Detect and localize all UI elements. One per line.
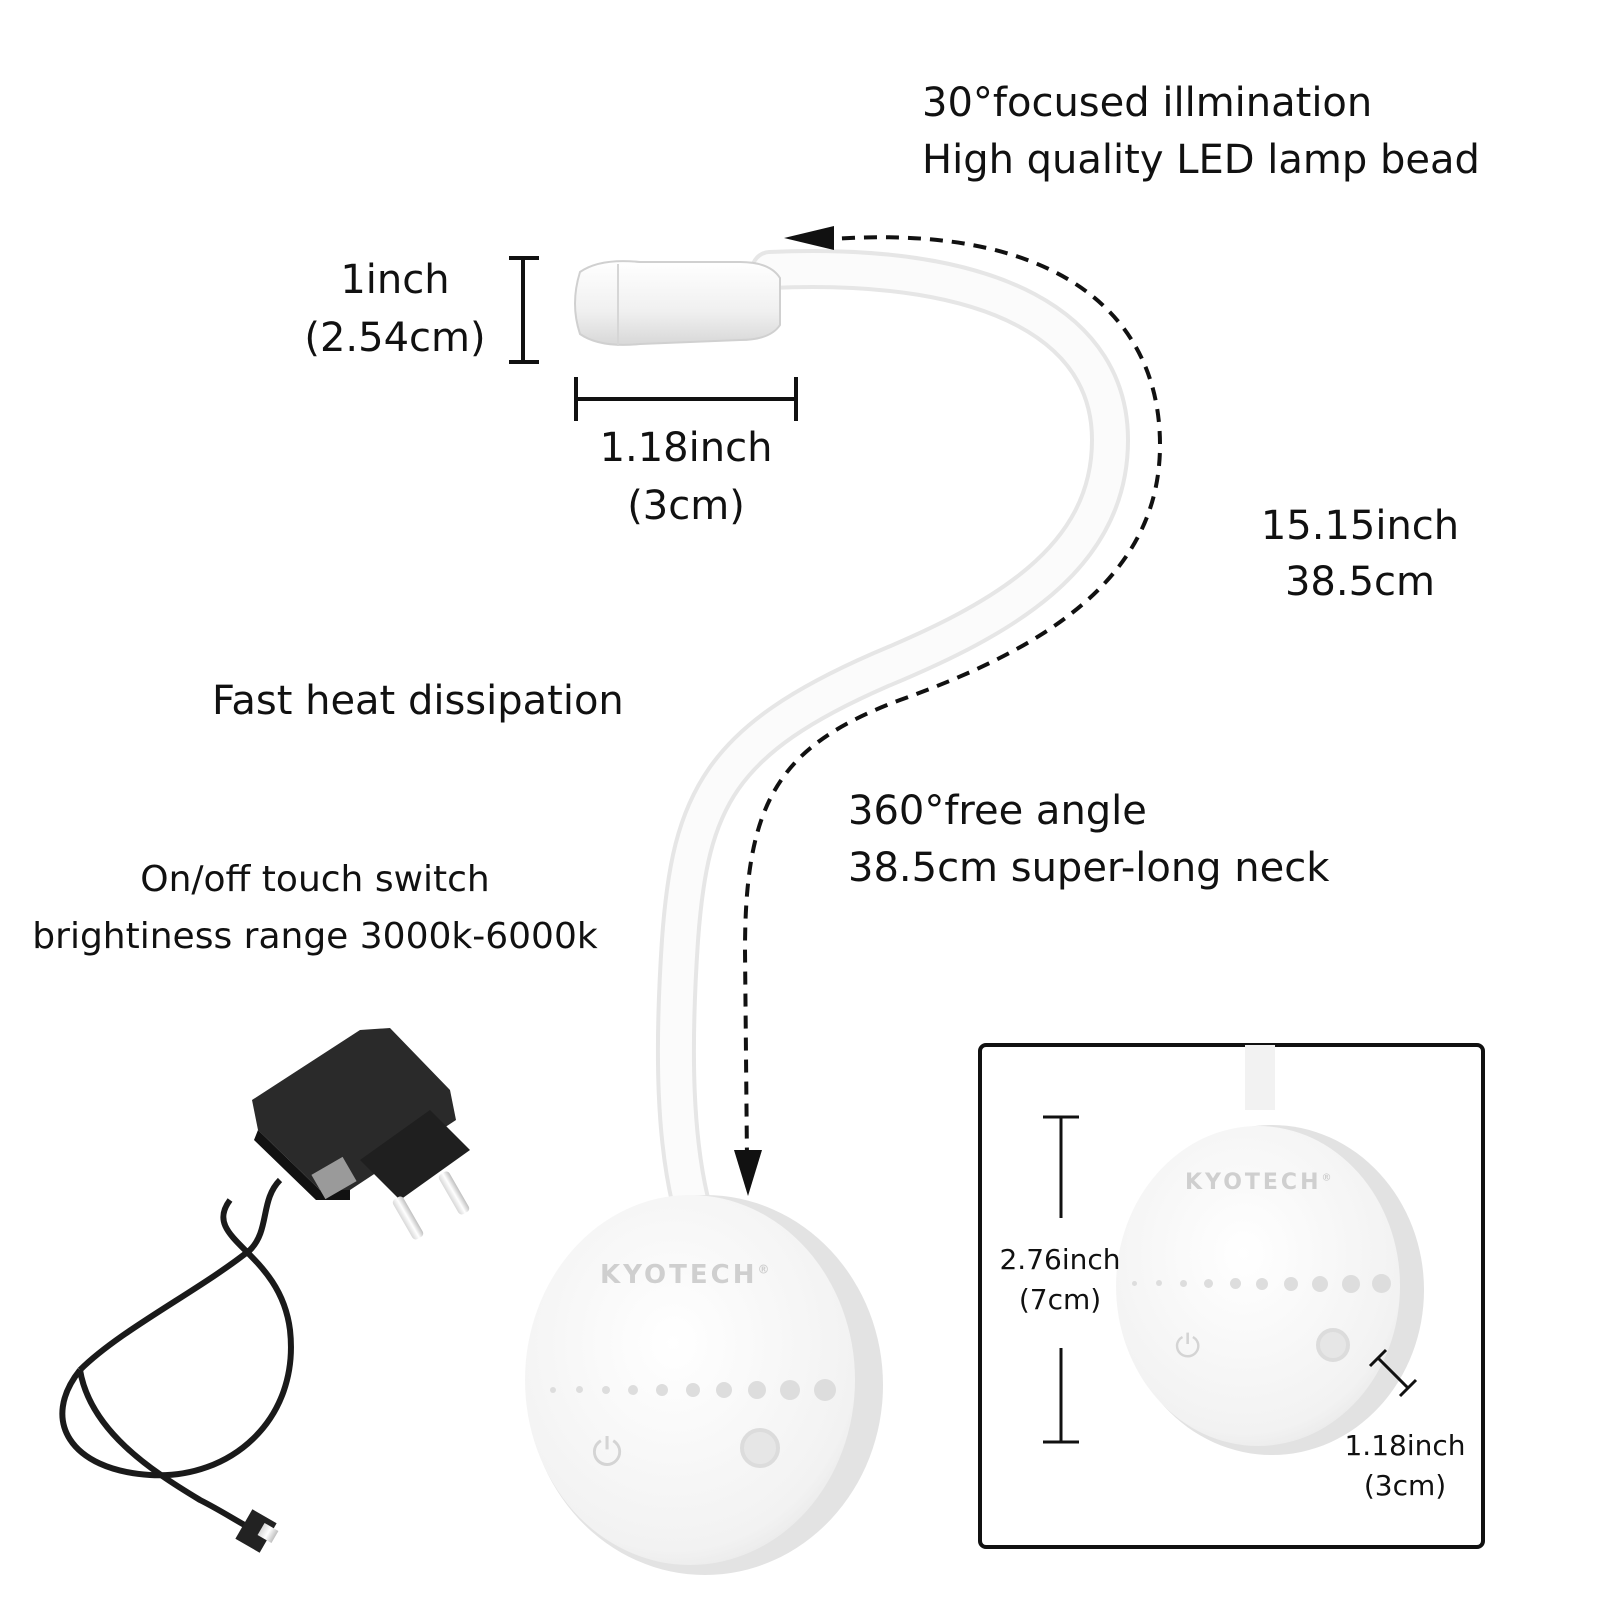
inset-depth-cm-label: (3cm)	[1363, 1469, 1447, 1502]
brightness-icon[interactable]	[740, 1428, 780, 1468]
lamp-base	[525, 1195, 883, 1575]
head-length-dimension	[574, 377, 798, 421]
head-length-label: 1.18inch	[599, 425, 773, 471]
angle-line-2: 38.5cm super-long neck	[848, 845, 1330, 891]
focus-line-1: 30°focused illmination	[922, 80, 1373, 126]
brand-logo: KYOTECH®	[600, 1260, 773, 1290]
angle-line-1: 360°free angle	[848, 788, 1147, 834]
gooseneck	[655, 249, 1131, 1220]
arrow-icon	[734, 1150, 762, 1196]
switch-line-2: brightiness range 3000k-6000k	[32, 916, 598, 957]
inset-height-dimension	[1043, 1115, 1079, 1444]
focus-line-2: High quality LED lamp bead	[922, 137, 1480, 183]
arrow-icon	[784, 226, 834, 250]
power-icon[interactable]: ⏻	[592, 1430, 623, 1474]
head-height-label: 1inch	[340, 257, 450, 303]
neck-dashed-arrow	[734, 226, 1163, 1196]
power-adapter	[59, 1028, 470, 1553]
lamp-head	[574, 260, 781, 346]
inset-height-cm-label: (7cm)	[1018, 1283, 1102, 1316]
switch-line-1: On/off touch switch	[140, 859, 490, 900]
head-length-cm-label: (3cm)	[627, 483, 745, 529]
inset-power-icon[interactable]: ⏻	[1175, 1327, 1201, 1365]
neck-length-label: 15.15inch	[1260, 503, 1460, 549]
inset-brightness-dots	[1132, 1272, 1392, 1296]
neck-length-cm-label: 38.5cm	[1284, 559, 1436, 605]
inset-depth-dimension	[1368, 1348, 1418, 1398]
head-height-cm-label: (2.54cm)	[304, 315, 486, 361]
inset-depth-label: 1.18inch	[1344, 1429, 1466, 1462]
inset-height-label: 2.76inch	[999, 1243, 1121, 1276]
head-height-dimension	[509, 256, 539, 364]
brightness-dots	[550, 1376, 836, 1406]
inset-brand-logo: KYOTECH®	[1185, 1170, 1335, 1195]
inset-brightness-icon[interactable]	[1316, 1328, 1350, 1362]
heat-dissipation-label: Fast heat dissipation	[212, 678, 624, 724]
